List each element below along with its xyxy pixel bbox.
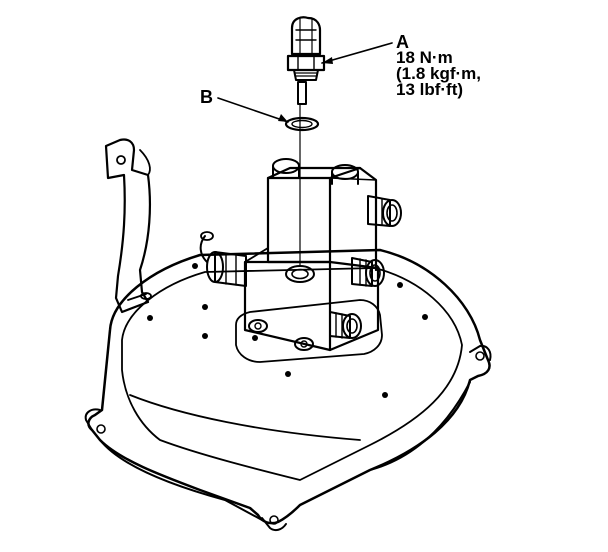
left-fitting <box>199 231 247 287</box>
valve-body <box>199 103 402 352</box>
base-plate <box>84 248 492 532</box>
leader-line-a <box>321 42 393 64</box>
leader-line-b <box>217 97 289 123</box>
torque-spec-line-2: (1.8 kgf·m, <box>396 64 482 83</box>
right-fitting-middle <box>351 257 385 287</box>
mounting-bracket <box>104 138 152 314</box>
torque-spec-line-3: 13 lbf·ft) <box>396 80 464 99</box>
right-fitting-lower <box>329 311 362 339</box>
pressure-sensor <box>286 16 326 105</box>
right-fitting-upper <box>367 195 402 227</box>
o-ring <box>284 116 320 132</box>
torque-spec: 18 N·m (1.8 kgf·m, 13 lbf·ft) <box>396 48 482 99</box>
leader-lines <box>217 42 393 123</box>
callout-letter-b: B <box>200 87 213 107</box>
callout-letter-a: A <box>396 32 409 52</box>
torque-spec-line-1: 18 N·m <box>396 48 453 67</box>
